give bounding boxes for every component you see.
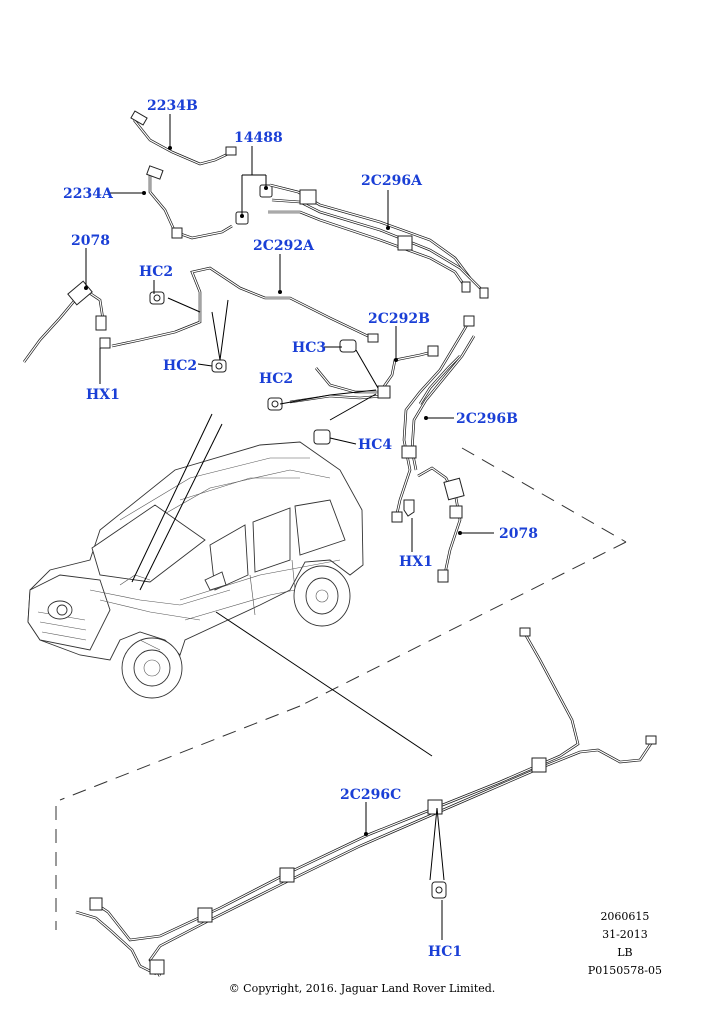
callout-2c296a: 2C296A <box>361 173 422 189</box>
pipe-2c292a <box>111 266 379 348</box>
illustration-part-ref: P0150578-05 <box>587 964 662 977</box>
illustration-date-code: 31-2013 <box>602 928 648 941</box>
pipe-2c296c <box>75 627 657 977</box>
callout-2c292b: 2C292B <box>368 311 430 327</box>
clip-hc1 <box>431 881 447 899</box>
clip-hc2-top <box>149 291 165 305</box>
callout-2234b: 2234B <box>147 98 198 114</box>
clip-hc4 <box>313 429 331 445</box>
hose-2078-left <box>22 280 111 363</box>
illustration-model-code: LB <box>617 946 633 959</box>
callout-2c292a: 2C292A <box>253 238 314 254</box>
callout-hc2-top: HC2 <box>139 264 174 280</box>
callout-2c296c: 2C296C <box>340 787 402 803</box>
hose-2078-right <box>417 466 465 583</box>
callout-hc4: HC4 <box>358 437 393 453</box>
pipe-2c296b <box>391 315 476 523</box>
callout-hx1-right: HX1 <box>399 554 433 570</box>
callout-hc2-mid: HC2 <box>163 358 198 374</box>
clip-hc2-low <box>267 397 283 411</box>
callout-2234a: 2234A <box>63 186 113 202</box>
car-pointer-lines <box>131 413 433 757</box>
leader-lines <box>84 114 494 940</box>
callout-hx1-left: HX1 <box>86 387 120 403</box>
vehicle-illustration <box>27 441 364 699</box>
callout-14488: 14488 <box>234 130 283 146</box>
pipe-2234b <box>130 110 237 166</box>
callout-2078-right: 2078 <box>499 526 538 542</box>
clips-14488 <box>235 184 273 225</box>
dashed-guides <box>55 447 627 930</box>
pipe-2234a <box>146 165 233 240</box>
pipe-2c296a <box>268 183 489 299</box>
clip-hc3 <box>339 339 357 353</box>
callout-hc2-low: HC2 <box>259 371 294 387</box>
illustration-number: 2060615 <box>600 910 650 923</box>
clip-hc2-mid <box>211 359 227 373</box>
callout-2c296b: 2C296B <box>456 411 518 427</box>
callout-2078-top: 2078 <box>71 233 110 249</box>
callout-hc3: HC3 <box>292 340 327 356</box>
illustration-reference: 2060615 31-2013 LB P0150578-05 <box>588 908 662 980</box>
copyright-notice: © Copyright, 2016. Jaguar Land Rover Lim… <box>228 982 496 995</box>
callout-hc1: HC1 <box>428 944 463 960</box>
clip-hx1-right <box>403 499 415 517</box>
